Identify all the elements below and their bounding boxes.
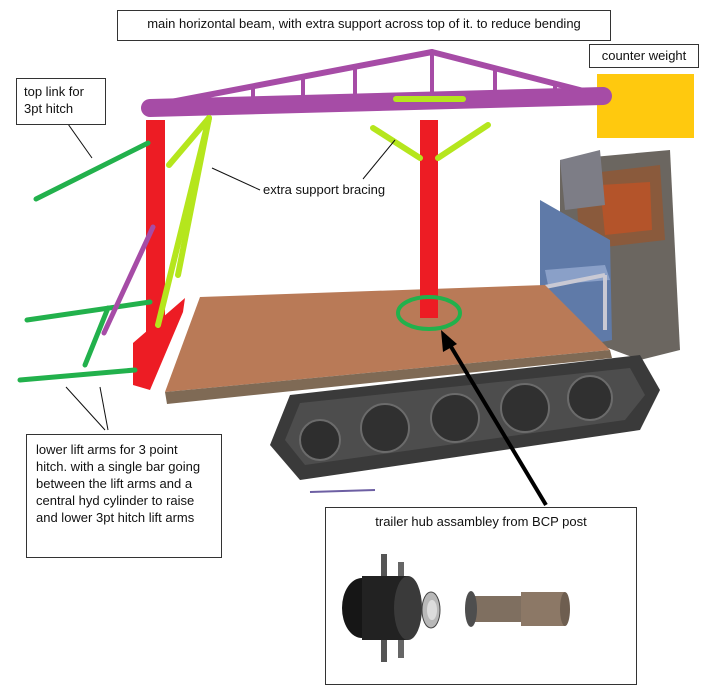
counter-weight-label: counter weight: [589, 44, 699, 68]
main-beam-label: main horizontal beam, with extra support…: [117, 10, 611, 41]
red-posts: [133, 120, 438, 390]
counter-weight-block: [597, 74, 694, 138]
lift-cylinder: [101, 224, 156, 336]
post-base-circle: [396, 295, 462, 331]
hitch-arms: [17, 140, 153, 383]
deck-platform: [165, 285, 610, 392]
bracing-label: extra support bracing: [263, 182, 386, 197]
deck-edge: [165, 350, 612, 404]
top-link-label: top link for 3pt hitch: [16, 78, 106, 125]
trailer-hub-image: [342, 554, 570, 662]
tracked-dumper-photo: [270, 150, 680, 493]
trailer-hub-inset: trailer hub assambley from BCP post: [325, 507, 637, 685]
main-horizontal-beam: [141, 49, 612, 117]
support-bracing: [155, 96, 491, 328]
lower-lift-arms-label: lower lift arms for 3 point hitch. with …: [26, 434, 222, 558]
label-pointers: [65, 123, 396, 431]
trailer-hub-label: trailer hub assambley from BCP post: [375, 514, 587, 529]
hub-pointer-arrow: [441, 330, 548, 507]
